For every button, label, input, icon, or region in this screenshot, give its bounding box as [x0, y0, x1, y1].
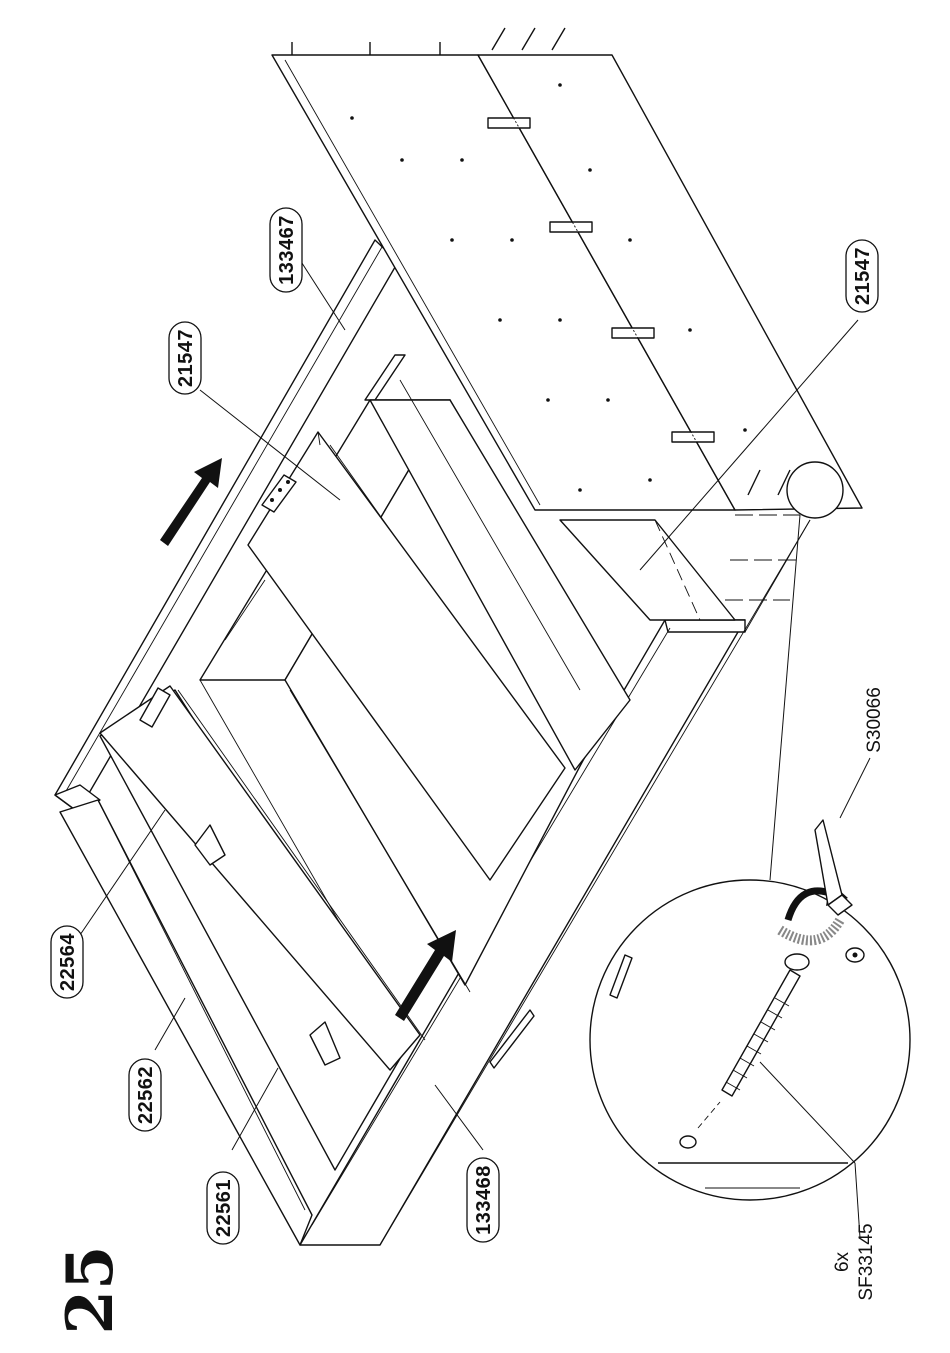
part-code-label: 22561 [213, 1179, 235, 1237]
part-code-label: 21547 [175, 329, 197, 387]
part-code-label: 22564 [57, 933, 79, 991]
svg-text:25: 25 [53, 1245, 128, 1334]
part-tag-21547-center: 21547 [169, 322, 201, 394]
part-code-label: 21547 [852, 247, 874, 305]
part-tag-21547-right: 21547 [846, 240, 878, 312]
part-code-label: 22562 [135, 1066, 157, 1124]
slat-right [560, 515, 800, 620]
svg-text:6x: 6x [832, 1251, 853, 1272]
part-tag-22562: 22562 [129, 1059, 161, 1131]
step-number: 25 [53, 1245, 128, 1334]
dowel-pin-icon [292, 42, 440, 55]
part-tag-22564: 22564 [51, 926, 83, 998]
svg-text:S30066: S30066 [864, 687, 885, 753]
part-tag-22561: 22561 [207, 1172, 239, 1244]
screw-quantity-label: 6x [832, 1251, 853, 1272]
tool-code-label: S30066 [864, 687, 885, 753]
part-code-label: 133467 [276, 215, 298, 285]
part-code-label: 133468 [473, 1165, 495, 1235]
svg-text:SF33145: SF33145 [856, 1223, 877, 1300]
side-rail-bottom-face [665, 620, 745, 632]
inner-wall-upper [365, 355, 405, 400]
screw-code-label: SF33145 [856, 1223, 877, 1300]
part-tag-133468: 133468 [467, 1158, 499, 1242]
part-tag-133467: 133467 [270, 208, 302, 292]
